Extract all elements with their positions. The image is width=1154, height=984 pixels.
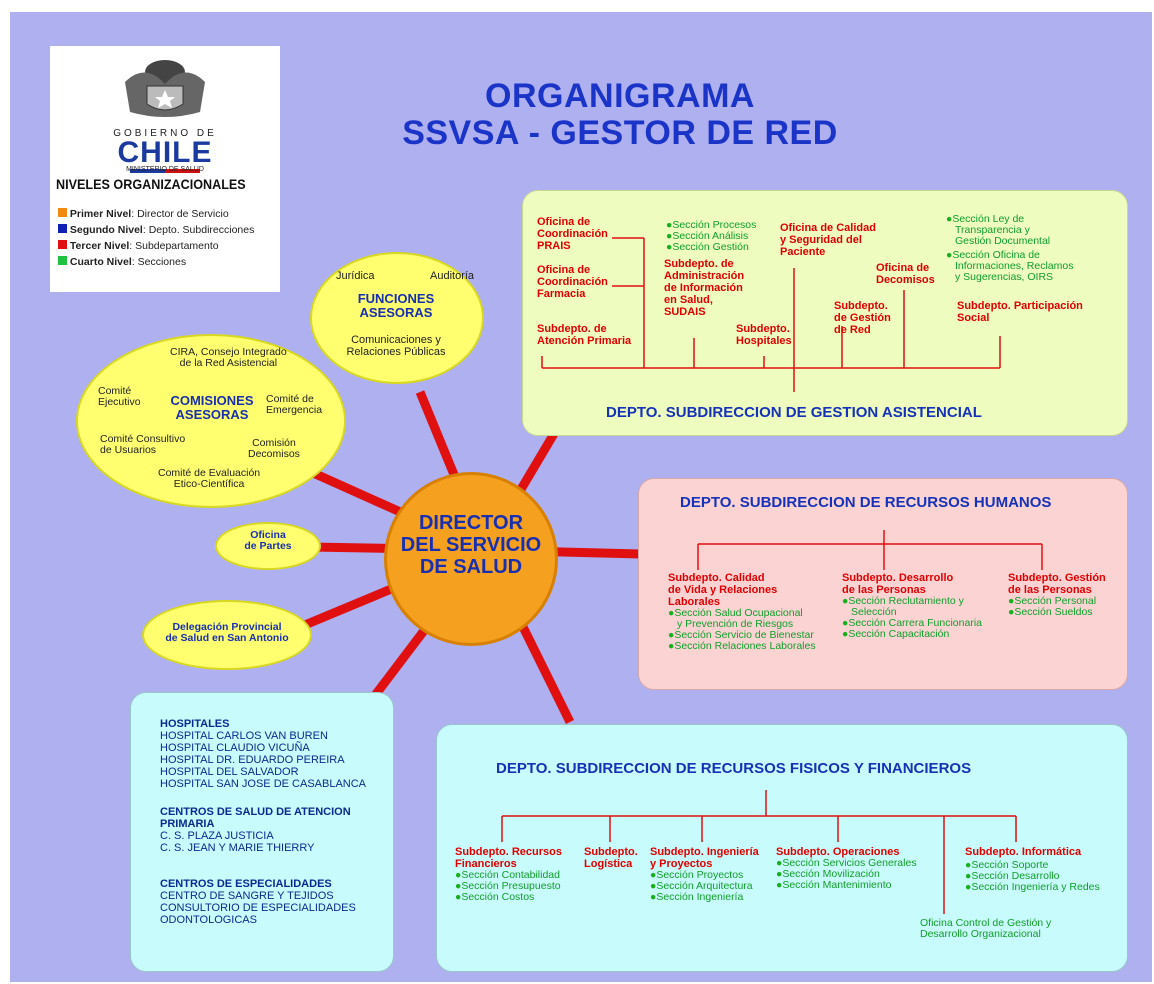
subdepto-informatica: Subdepto. Informática <box>965 846 1082 858</box>
operaciones-sections: Sección Servicios GeneralesSección Movil… <box>776 858 916 891</box>
fisicos-connectors <box>501 790 1017 914</box>
section-item: Sección Análisis <box>666 231 756 242</box>
hospitales-list: HOSPITALES HOSPITAL CARLOS VAN BUREN HOS… <box>160 718 367 790</box>
level-swatch <box>58 240 67 249</box>
informatica-sections: Sección SoporteSección DesarrolloSección… <box>965 860 1099 893</box>
chart-title-line2: SSVSA - GESTOR DE RED <box>402 114 838 152</box>
gestion-personas-sections: Sección Personal Sección Sueldos <box>1008 596 1096 618</box>
recursos-financieros-sections: Sección ContabilidadSección PresupuestoS… <box>455 870 560 903</box>
subdepto-hospitales: Subdepto.Hospitales <box>736 323 792 347</box>
level-list: Primer Nivel: Director de Servicio Segun… <box>58 206 254 270</box>
chart-title-line1: ORGANIGRAMA <box>485 77 755 115</box>
depto-gestion-asistencial <box>522 190 1128 436</box>
asistencial-title: DEPTO. SUBDIRECCION DE GESTION ASISTENCI… <box>606 404 982 421</box>
aps-list: CENTROS DE SALUD DE ATENCION PRIMARIA C.… <box>160 806 351 854</box>
comisiones-asesoras <box>76 334 346 508</box>
country-underline <box>130 169 165 173</box>
level-swatch <box>58 208 67 217</box>
subdepto-operaciones: Subdepto. Operaciones <box>776 846 900 858</box>
country-label: CHILE <box>117 136 213 169</box>
rrhh-title: DEPTO. SUBDIRECCION DE RECURSOS HUMANOS <box>680 494 1052 511</box>
level-swatch <box>58 256 67 265</box>
asistencial-connectors <box>541 237 1001 392</box>
level-item: Cuarto Nivel: Secciones <box>58 254 254 270</box>
level-item: Primer Nivel: Director de Servicio <box>58 206 254 222</box>
levels-title: NIVELES ORGANIZACIONALES <box>56 176 246 192</box>
org-chart-canvas: GOBIERNO DE CHILE MINISTERIO DE SALUD NI… <box>10 12 1152 982</box>
rrhh-connectors <box>697 530 1043 570</box>
fisicos-title: DEPTO. SUBDIRECCION DE RECURSOS FISICOS … <box>496 760 972 777</box>
country-underline-red <box>165 169 200 173</box>
ministry-label: MINISTERIO DE SALUD <box>126 166 204 173</box>
level-item: Segundo Nivel: Depto. Subdirecciones <box>58 222 254 238</box>
director-node <box>384 472 558 646</box>
funciones-asesoras <box>310 252 484 384</box>
depto-recursos-fisicos <box>436 724 1128 972</box>
especialidades-list: CENTROS DE ESPECIALIDADES CENTRO DE SANG… <box>160 878 356 926</box>
coat-of-arms-icon <box>125 60 205 117</box>
oficina-de-partes <box>215 522 321 570</box>
sudais-sections: Sección Procesos Sección Análisis Secció… <box>666 220 756 253</box>
funciones-juridica: Jurídica <box>336 270 375 282</box>
section-item: Sección Procesos <box>666 220 756 231</box>
depto-recursos-humanos <box>638 478 1128 690</box>
section-item: Sección Gestión <box>666 242 756 253</box>
funciones-auditoria: Auditoría <box>430 270 475 282</box>
subdepto-logistica: Subdepto.Logística <box>584 846 638 870</box>
legend-panel: GOBIERNO DE CHILE MINISTERIO DE SALUD NI… <box>50 46 280 292</box>
gov-label: GOBIERNO DE <box>113 128 217 139</box>
establecimientos-red <box>130 692 394 972</box>
delegacion-provincial <box>142 600 312 670</box>
level-swatch <box>58 224 67 233</box>
level-item: Tercer Nivel: Subdepartamento <box>58 238 254 254</box>
ingenieria-sections: Sección ProyectosSección ArquitecturaSec… <box>650 870 752 903</box>
